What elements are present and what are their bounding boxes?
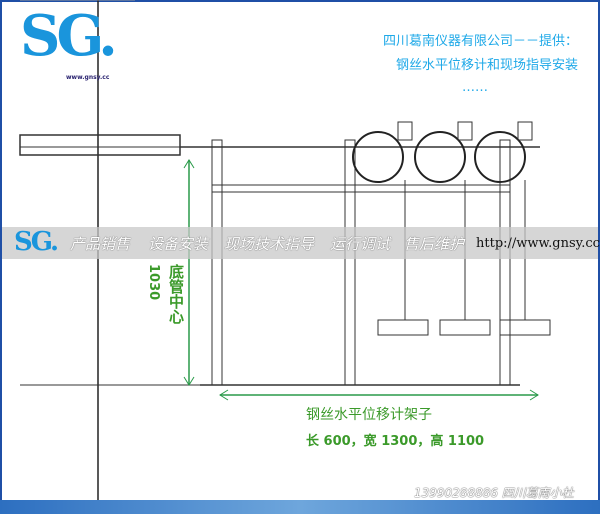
frame-title: 钢丝水平位移计架子 <box>306 407 432 423</box>
service-banner: SG. 产品销售 设备安装 现场技术指导 运行调试 售后维护 http://ww… <box>2 227 600 259</box>
sg-logo: SG. <box>20 3 118 69</box>
vertical-value: 1030 <box>146 264 161 301</box>
bottom-bar <box>0 500 600 514</box>
banner-url[interactable]: http://www.gnsy.cc <box>476 236 600 251</box>
header-service: 钢丝水平位移计和现场指导安装 <box>395 58 578 73</box>
banner-item: 售后维护 <box>404 235 465 253</box>
banner-item: 现场技术指导 <box>224 235 315 253</box>
footer-contact: 13990288886 四川葛南小杜 <box>414 486 574 500</box>
banner-item: 运行调试 <box>330 235 391 253</box>
banner-item: 设备安装 <box>148 235 209 253</box>
vertical-label: 底管中心 <box>167 264 185 324</box>
header-company: 四川葛南仪器有限公司－－提供： <box>382 34 578 49</box>
header-ellipsis: …… <box>462 80 488 95</box>
frame-dims: 长 600，宽 1300，高 1100 <box>306 434 485 449</box>
logo-subtext: www.gnsy.cc <box>66 74 110 81</box>
banner-logo: SG. <box>14 227 59 257</box>
banner-item: 产品销售 <box>70 235 131 253</box>
